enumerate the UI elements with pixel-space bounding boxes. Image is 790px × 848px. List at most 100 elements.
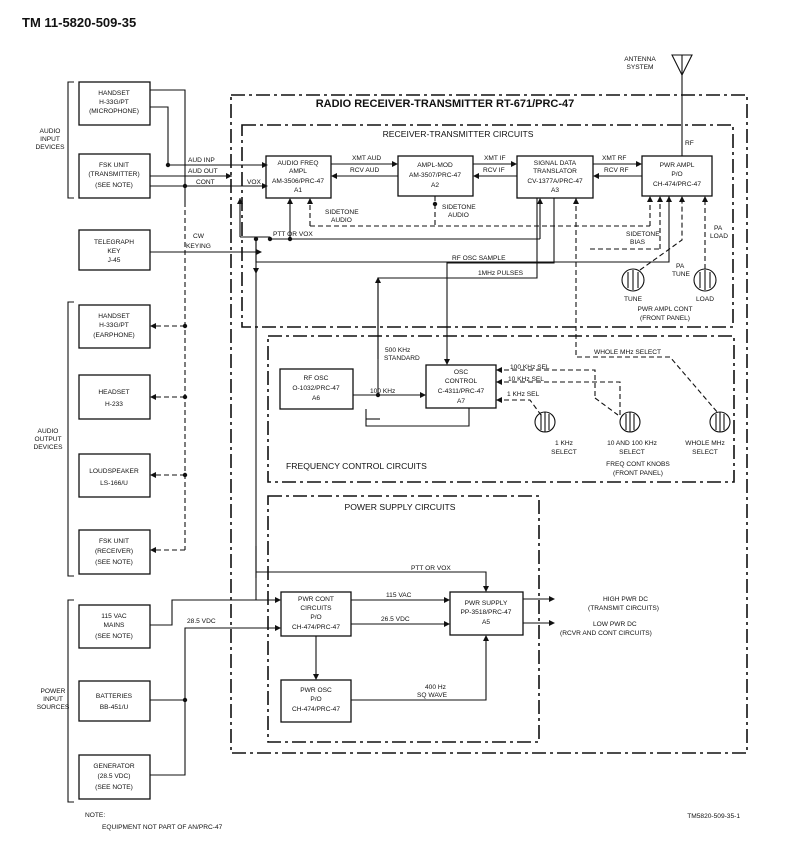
svg-text:BATTERIES: BATTERIES xyxy=(96,693,133,700)
cont-label: CONT xyxy=(196,179,215,186)
headset-box: HEADSET H-233 xyxy=(78,374,151,420)
tune-knob-icon xyxy=(621,268,645,292)
hz-400-2: SQ WAVE xyxy=(417,692,448,699)
pwr-osc-block: PWR OSC P/O CH-474/PRC-47 xyxy=(280,679,352,723)
svg-text:CH-474/PRC-47: CH-474/PRC-47 xyxy=(292,706,340,713)
svg-text:CONTROL: CONTROL xyxy=(445,378,478,385)
svg-text:MAINS: MAINS xyxy=(104,622,125,629)
svg-text:FSK UNIT: FSK UNIT xyxy=(99,538,129,545)
note-text: EQUIPMENT NOT PART OF AN/PRC-47 xyxy=(102,824,223,831)
svg-text:A5: A5 xyxy=(482,619,490,626)
svg-text:A7: A7 xyxy=(457,398,465,405)
khz-100-label: 100 KHz xyxy=(370,388,395,395)
svg-text:H-33G/PT: H-33G/PT xyxy=(99,99,129,106)
svg-text:FSK UNIT: FSK UNIT xyxy=(99,162,129,169)
antenna-icon xyxy=(671,54,693,160)
a3-signal-data-translator-block: SIGNAL DATA TRANSLATOR CV-1377A/PRC-47 A… xyxy=(516,155,594,199)
high-pwr-1: HIGH PWR DC xyxy=(603,596,648,603)
svg-text:RF OSC: RF OSC xyxy=(304,375,329,382)
knob-whole-1: WHOLE MHz xyxy=(685,440,725,447)
svg-text:(EARPHONE): (EARPHONE) xyxy=(93,332,134,339)
vox-label: VOX xyxy=(247,179,262,186)
freq-control-wiring xyxy=(353,198,719,416)
svg-text:PWR AMPL: PWR AMPL xyxy=(660,162,695,169)
svg-text:A3: A3 xyxy=(551,187,559,194)
sidetone-audio-1b: AUDIO xyxy=(331,217,352,224)
svg-text:KEY: KEY xyxy=(107,248,121,255)
a5-pwr-supply-block: PWR SUPPLY PP-3518/PRC-47 A5 xyxy=(449,591,524,636)
vac-115-label: 115 VAC xyxy=(386,592,412,599)
svg-text:LS-166/U: LS-166/U xyxy=(100,480,128,487)
vdc-285-label: 28.5 VDC xyxy=(187,618,216,625)
rf-osc-sample-label: RF OSC SAMPLE xyxy=(452,255,506,262)
svg-text:HEADSET: HEADSET xyxy=(98,389,129,396)
generator-box: GENERATOR (28.5 VDC) (SEE NOTE) xyxy=(78,754,151,800)
pa-tune-2: TUNE xyxy=(672,271,691,278)
a2-ampl-mod-block: AMPL-MOD AM-3507/PRC-47 A2 xyxy=(397,155,474,197)
xmt-rf-label: XMT RF xyxy=(602,155,626,162)
pwr-ampl-cont-2: (FRONT PANEL) xyxy=(640,315,690,322)
svg-text:PWR SUPPLY: PWR SUPPLY xyxy=(465,600,508,607)
sidetone-bias-2: BIAS xyxy=(630,239,646,246)
svg-text:A1: A1 xyxy=(294,187,302,194)
rt-circuits-title: RECEIVER-TRANSMITTER CIRCUITS xyxy=(383,129,534,139)
power-input-label-3: SOURCES xyxy=(37,704,70,711)
knob-10-100k-1: 10 AND 100 KHz xyxy=(607,440,657,447)
loudspeaker-box: LOUDSPEAKER LS-166/U xyxy=(78,453,151,498)
xmt-aud-label: XMT AUD xyxy=(352,155,381,162)
std-500-1: 500 KHz xyxy=(385,347,410,354)
rt-chain-wiring xyxy=(331,161,642,179)
audio-output-label-3: DEVICES xyxy=(34,444,64,451)
fsk-tx-box: FSK UNIT (TRANSMITTER) (SEE NOTE) xyxy=(78,153,151,199)
a6-rf-osc-block: RF OSC O-1032/PRC-47 A6 xyxy=(279,368,354,410)
knob-1k-2: SELECT xyxy=(551,449,577,456)
svg-text:CH-474/PRC-47: CH-474/PRC-47 xyxy=(653,181,701,188)
low-pwr-2: (RCVR AND CONT CIRCUITS) xyxy=(560,630,652,637)
audio-output-wiring xyxy=(150,202,188,553)
rf-label: RF xyxy=(685,140,694,147)
svg-text:PWR OSC: PWR OSC xyxy=(300,687,332,694)
svg-text:LOUDSPEAKER: LOUDSPEAKER xyxy=(89,468,139,475)
figure-id: TM5820-509-35-1 xyxy=(687,813,740,820)
batteries-box: BATTERIES BB-451/U xyxy=(78,680,151,722)
audio-output-label-1: AUDIO xyxy=(38,428,59,435)
pwr-ampl-cont-1: PWR AMPL CONT xyxy=(637,306,692,313)
ptt-vox-2-label: PTT OR VOX xyxy=(411,565,451,572)
svg-text:H-233: H-233 xyxy=(105,401,123,408)
power-input-label-2: INPUT xyxy=(43,696,63,703)
svg-text:(SEE NOTE): (SEE NOTE) xyxy=(95,633,133,640)
load-knob-icon xyxy=(693,268,717,292)
svg-text:AMPL: AMPL xyxy=(289,168,307,175)
audio-input-bracket xyxy=(67,81,74,199)
pa-load-1: PA xyxy=(714,225,723,232)
freq-circuits-boundary xyxy=(267,335,735,483)
sidetone-audio-1a: SIDETONE xyxy=(325,209,359,216)
a4-pwr-ampl-block: PWR AMPL P/O CH-474/PRC-47 xyxy=(641,155,713,197)
knob-whole-mhz-icon xyxy=(709,411,731,433)
aud-inp-label: AUD INP xyxy=(188,157,215,164)
power-input-label-1: POWER xyxy=(41,688,66,695)
sidetone-audio-2b: AUDIO xyxy=(448,212,469,219)
svg-text:(RECEIVER): (RECEIVER) xyxy=(95,548,133,555)
antenna-label-1: ANTENNA xyxy=(624,56,656,63)
svg-text:(28.5 VDC): (28.5 VDC) xyxy=(98,773,131,780)
handset-earphone-box: HANDSET H-33G/PT (EARPHONE) xyxy=(78,304,151,349)
a7-osc-control-block: OSC CONTROL C-4311/PRC-47 A7 xyxy=(425,364,497,409)
fsk-rx-box: FSK UNIT (RECEIVER) (SEE NOTE) xyxy=(78,529,151,575)
svg-text:O-1032/PRC-47: O-1032/PRC-47 xyxy=(292,385,340,392)
sidetone-ptt-wiring xyxy=(237,196,672,578)
rcv-if-label: RCV IF xyxy=(483,167,505,174)
sidetone-audio-2a: SIDETONE xyxy=(442,204,476,211)
handset-mic-box: HANDSET H-33G/PT (MICROPHONE) xyxy=(78,81,151,126)
freq-cont-knobs-1: FREQ CONT KNOBS xyxy=(606,461,670,468)
pa-control-wiring xyxy=(639,196,708,271)
aud-out-label: AUD OUT xyxy=(188,168,218,175)
audio-input-label-3: DEVICES xyxy=(36,144,66,151)
svg-text:CH-474/PRC-47: CH-474/PRC-47 xyxy=(292,624,340,631)
svg-text:P/O: P/O xyxy=(310,696,321,703)
pwr-cont-circuits-block: PWR CONT CIRCUITS P/O CH-474/PRC-47 xyxy=(280,591,352,637)
doc-id: TM 11-5820-509-35 xyxy=(22,15,136,30)
svg-text:AUDIO FREQ: AUDIO FREQ xyxy=(277,160,318,167)
low-pwr-1: LOW PWR DC xyxy=(593,621,637,628)
mhz-pulses-label: 1MHz PULSES xyxy=(478,270,524,277)
